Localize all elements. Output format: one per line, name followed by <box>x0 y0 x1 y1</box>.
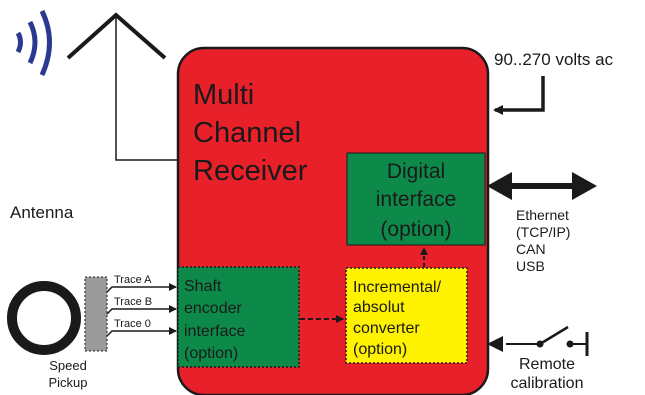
trace-b-label: Trace B <box>114 296 152 308</box>
antenna-icon <box>66 12 180 161</box>
svg-text:interface: interface <box>376 188 457 211</box>
svg-text:Speed: Speed <box>49 358 87 373</box>
network-double-arrow <box>487 172 597 200</box>
incremental-converter-label: Incremental/ absolut converter (option) <box>353 279 442 358</box>
incremental-converter-module <box>345 267 468 364</box>
trace-0-line <box>106 327 177 337</box>
network-label: Ethernet (TCP/IP) CAN USB <box>516 207 570 274</box>
svg-text:(TCP/IP): (TCP/IP) <box>516 224 570 240</box>
svg-text:Shaft: Shaft <box>184 278 222 295</box>
remote-calibration-label: Remote calibration <box>511 356 584 392</box>
svg-text:absolut: absolut <box>353 299 405 316</box>
trace-0-label: Trace 0 <box>114 318 151 330</box>
svg-text:Channel: Channel <box>193 117 301 149</box>
svg-text:USB: USB <box>516 258 545 274</box>
svg-text:interface: interface <box>184 323 245 340</box>
receiver-title: Multi Channel Receiver <box>193 79 308 187</box>
trace-b-line <box>106 305 177 315</box>
speed-pickup-label: Speed Pickup <box>48 358 87 390</box>
svg-text:converter: converter <box>353 320 420 337</box>
speed-pickup-wheel-icon <box>7 281 81 355</box>
shaft-encoder-label: Shaft encoder interface (option) <box>184 278 245 362</box>
svg-text:(option): (option) <box>353 341 407 358</box>
svg-text:(option): (option) <box>380 218 451 241</box>
speed-pickup-sensor <box>84 276 108 352</box>
remote-calibration-switch-icon <box>487 325 589 356</box>
svg-text:encoder: encoder <box>184 300 242 317</box>
power-input-arrow <box>493 76 545 115</box>
svg-text:(option): (option) <box>184 345 238 362</box>
antenna-label: Antenna <box>10 203 74 222</box>
svg-text:Receiver: Receiver <box>193 155 308 187</box>
radio-waves-icon <box>15 9 52 77</box>
svg-text:Ethernet: Ethernet <box>516 207 569 223</box>
trace-a-label: Trace A <box>114 274 152 286</box>
shaft-encoder-module <box>177 266 300 368</box>
svg-text:Incremental/: Incremental/ <box>353 279 442 296</box>
svg-text:Remote: Remote <box>519 356 575 373</box>
svg-text:Digital: Digital <box>387 160 445 183</box>
digital-interface-label: Digital interface (option) <box>376 160 457 241</box>
svg-text:Pickup: Pickup <box>48 375 87 390</box>
power-label: 90..270 volts ac <box>494 50 614 69</box>
digital-interface-module <box>346 152 486 246</box>
trace-a-line <box>106 283 177 293</box>
svg-text:Multi: Multi <box>193 79 254 111</box>
svg-text:CAN: CAN <box>516 241 546 257</box>
svg-text:calibration: calibration <box>511 375 584 392</box>
